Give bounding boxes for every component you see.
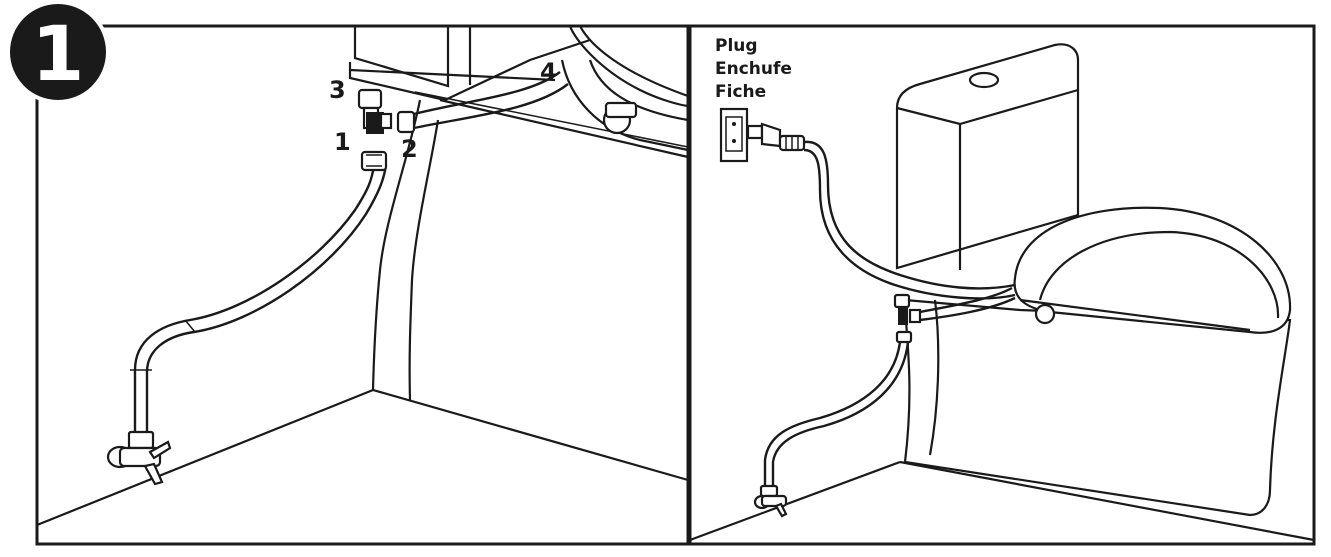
wall-outlet [719, 107, 749, 163]
seat-knob-right [1034, 303, 1056, 325]
bidet-hose-left [413, 71, 569, 130]
seat-edge-left [560, 25, 689, 152]
left-panel-frame [35, 24, 690, 546]
callout-4: 4 [540, 58, 557, 86]
step-badge: 1 [6, 0, 110, 104]
shutoff-valve-left [106, 430, 172, 486]
right-panel: Plug Enchufe Fiche [688, 24, 1316, 546]
step-number: 1 [32, 9, 85, 98]
supply-hose-right [763, 341, 910, 490]
toilet-pedestal-left [371, 91, 689, 401]
callout-3: 3 [329, 76, 346, 104]
plug-label-es: Enchufe [715, 59, 792, 79]
power-cord [803, 140, 1016, 300]
bidet-seat-lid [1013, 206, 1292, 334]
supply-hose-left [130, 164, 388, 440]
t-adapter-left [357, 88, 416, 172]
plug-label-en: Plug [715, 36, 758, 56]
toilet-tank-bottom-left [348, 26, 591, 102]
wall-corner-right [689, 460, 1315, 542]
shutoff-valve-right [753, 484, 788, 518]
toilet-bowl-right [903, 298, 1292, 517]
callout-2: 2 [401, 135, 418, 163]
t-adapter-right [893, 293, 922, 344]
bidet-hose-right [919, 286, 1016, 322]
callout-1: 1 [334, 128, 351, 156]
plug-label-fr: Fiche [715, 82, 766, 102]
side-outlet-nut [396, 110, 416, 134]
tank-connector-nut [357, 88, 383, 110]
right-panel-frame [688, 24, 1316, 546]
left-panel: 3 1 2 4 [35, 24, 690, 546]
flush-button [968, 71, 1000, 89]
toilet-tank-right [895, 43, 1080, 270]
power-plug [746, 122, 806, 152]
